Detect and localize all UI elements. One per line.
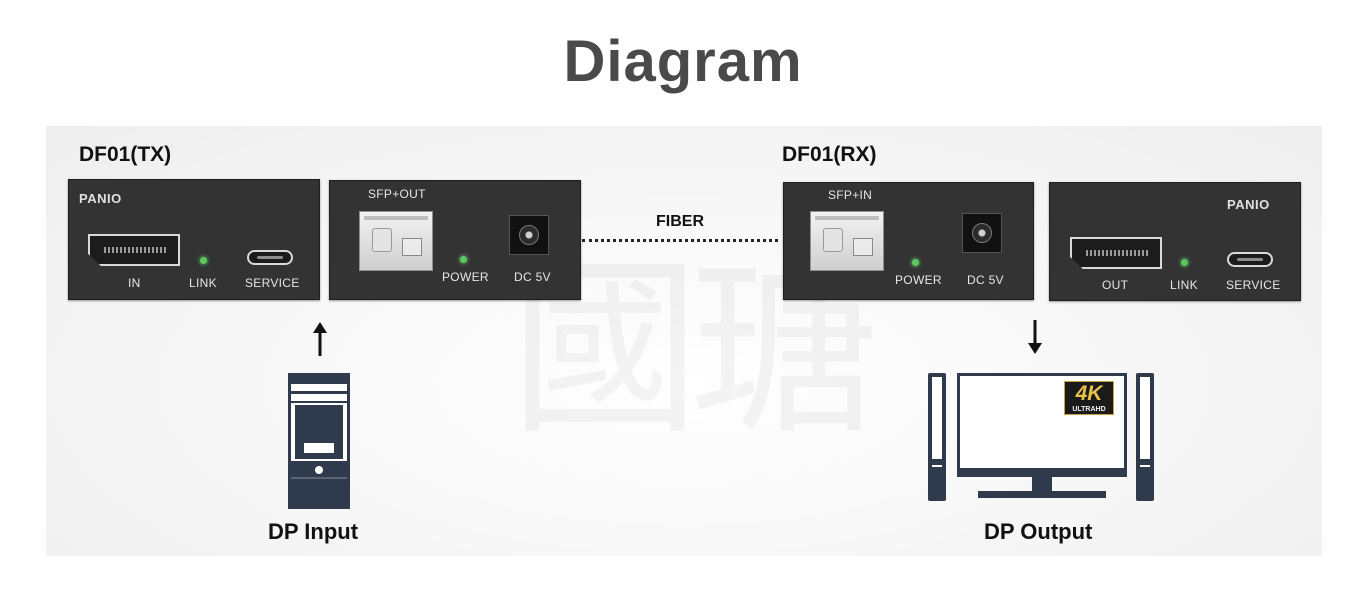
rx-front-panel: PANIO OUT LINK SERVICE xyxy=(1049,182,1301,301)
rx-sfp-label: SFP+IN xyxy=(828,188,873,202)
rx-usbc-icon xyxy=(1227,252,1273,267)
rx-heading: DF01(RX) xyxy=(782,143,877,166)
tx-dc-jack-icon xyxy=(509,215,549,255)
badge-main-text: 4K xyxy=(1075,382,1103,405)
tx-power-led-icon xyxy=(460,256,467,263)
badge-sub-text: ULTRAHD xyxy=(1072,406,1106,413)
tx-sfp-label: SFP+OUT xyxy=(368,187,426,201)
rx-service-label: SERVICE xyxy=(1226,278,1281,292)
tx-heading: DF01(TX) xyxy=(79,143,172,166)
tx-port-label: IN xyxy=(128,276,141,290)
desktop-tower-icon xyxy=(288,373,350,509)
tx-sfp-port-icon xyxy=(359,211,433,271)
tx-link-led-icon xyxy=(200,257,207,264)
rx-power-label: POWER xyxy=(895,273,942,287)
fiber-dotted-line xyxy=(582,239,778,242)
rx-sfp-port-icon xyxy=(810,211,884,271)
arrow-down-icon xyxy=(1028,320,1042,354)
tx-link-label: LINK xyxy=(189,276,217,290)
rx-displayport-icon xyxy=(1070,237,1162,269)
monitor-with-speakers-icon xyxy=(928,373,1154,501)
tx-back-panel: SFP+OUT POWER DC 5V xyxy=(329,180,581,300)
rx-brand-logo: PANIO xyxy=(1227,197,1270,212)
rx-port-label: OUT xyxy=(1102,278,1129,292)
tx-usbc-icon xyxy=(247,250,293,265)
rx-back-panel: SFP+IN POWER DC 5V xyxy=(783,182,1034,300)
tx-front-panel: PANIO IN LINK SERVICE xyxy=(68,179,320,300)
rx-power-led-icon xyxy=(912,259,919,266)
rx-dc-jack-icon xyxy=(962,213,1002,253)
dp-output-label: DP Output xyxy=(984,519,1093,544)
tx-service-label: SERVICE xyxy=(245,276,300,290)
fiber-label: FIBER xyxy=(656,213,704,230)
tx-dc-label: DC 5V xyxy=(514,270,551,284)
page-title: Diagram xyxy=(563,29,803,94)
rx-link-label: LINK xyxy=(1170,278,1198,292)
tx-power-label: POWER xyxy=(442,270,489,284)
tx-brand-logo: PANIO xyxy=(79,191,122,206)
dp-input-label: DP Input xyxy=(268,519,359,544)
rx-dc-label: DC 5V xyxy=(967,273,1004,287)
tx-displayport-icon xyxy=(88,234,180,266)
arrow-up-icon xyxy=(313,322,327,356)
4k-ultrahd-badge-icon: 4K ULTRAHD xyxy=(1064,381,1114,415)
rx-link-led-icon xyxy=(1181,259,1188,266)
